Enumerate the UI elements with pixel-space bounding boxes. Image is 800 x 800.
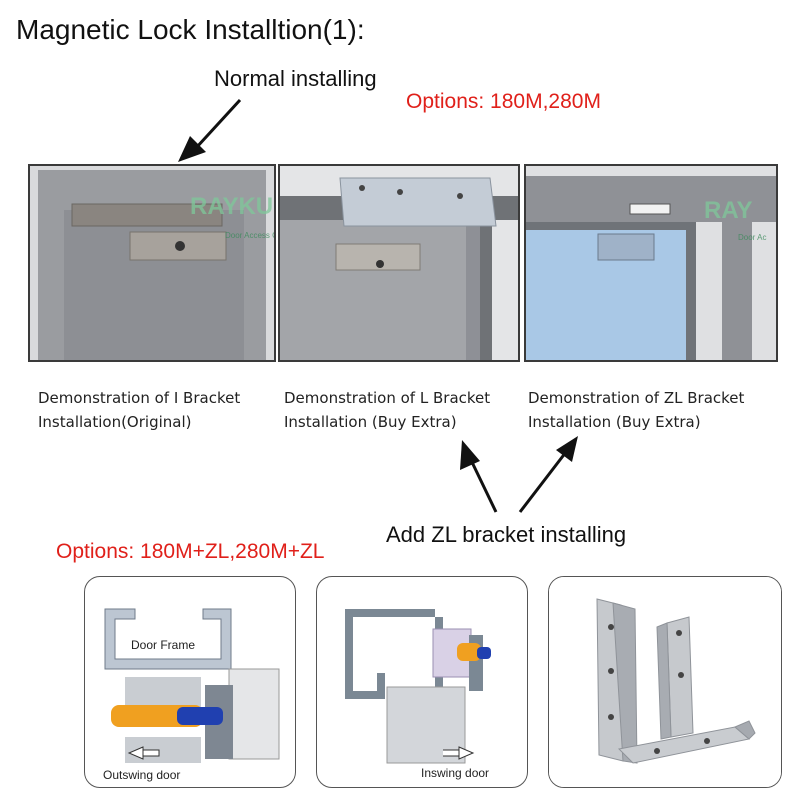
- page-title: Magnetic Lock Installtion(1):: [16, 14, 365, 45]
- caption-line: Demonstration of L Bracket: [284, 389, 491, 407]
- diagram-outswing: Door Frame Outswing door: [84, 576, 296, 788]
- watermark-brand: RAYKUBE: [190, 193, 274, 220]
- caption-line: Demonstration of I Bracket: [38, 389, 241, 407]
- caption-zl-bracket: Demonstration of ZL Bracket Installation…: [528, 386, 744, 434]
- caption-line: Installation(Original): [38, 413, 192, 431]
- photo-l-bracket: [278, 164, 520, 362]
- photo-brackets: [548, 576, 782, 788]
- caption-line: Installation (Buy Extra): [284, 413, 457, 431]
- arrow-l-bracket: [468, 457, 498, 513]
- arrow-l-head: [460, 440, 480, 470]
- caption-l-bracket: Demonstration of L Bracket Installation …: [284, 386, 490, 434]
- photo-i-bracket: RAYKUBE Door Access Control: [28, 164, 276, 362]
- diagram-inswing: Inswing door: [316, 576, 528, 788]
- arrow-normal: [194, 98, 242, 150]
- watermark-partial-sub: Door Ac: [738, 233, 766, 242]
- options-bottom-label: Options: 180M+ZL,280M+ZL: [56, 540, 325, 563]
- photo-zl-bracket: RAY Door Ac: [524, 164, 778, 362]
- normal-installing-label: Normal installing: [214, 66, 377, 91]
- arrow-normal-head: [178, 136, 206, 162]
- caption-i-bracket: Demonstration of I Bracket Installation(…: [38, 386, 240, 434]
- watermark-partial: RAY: [704, 197, 752, 224]
- options-top-label: Options: 180M,280M: [406, 90, 601, 113]
- outswing-label: Outswing door: [103, 768, 180, 782]
- arrow-zl-head: [556, 436, 578, 462]
- arrow-zl-bracket: [518, 451, 568, 513]
- door-frame-label: Door Frame: [131, 638, 195, 652]
- inswing-label: Inswing door: [421, 766, 489, 780]
- add-zl-label: Add ZL bracket installing: [386, 522, 627, 547]
- watermark-sub: Door Access Control: [225, 231, 274, 240]
- caption-line: Demonstration of ZL Bracket: [528, 389, 745, 407]
- caption-line: Installation (Buy Extra): [528, 413, 701, 431]
